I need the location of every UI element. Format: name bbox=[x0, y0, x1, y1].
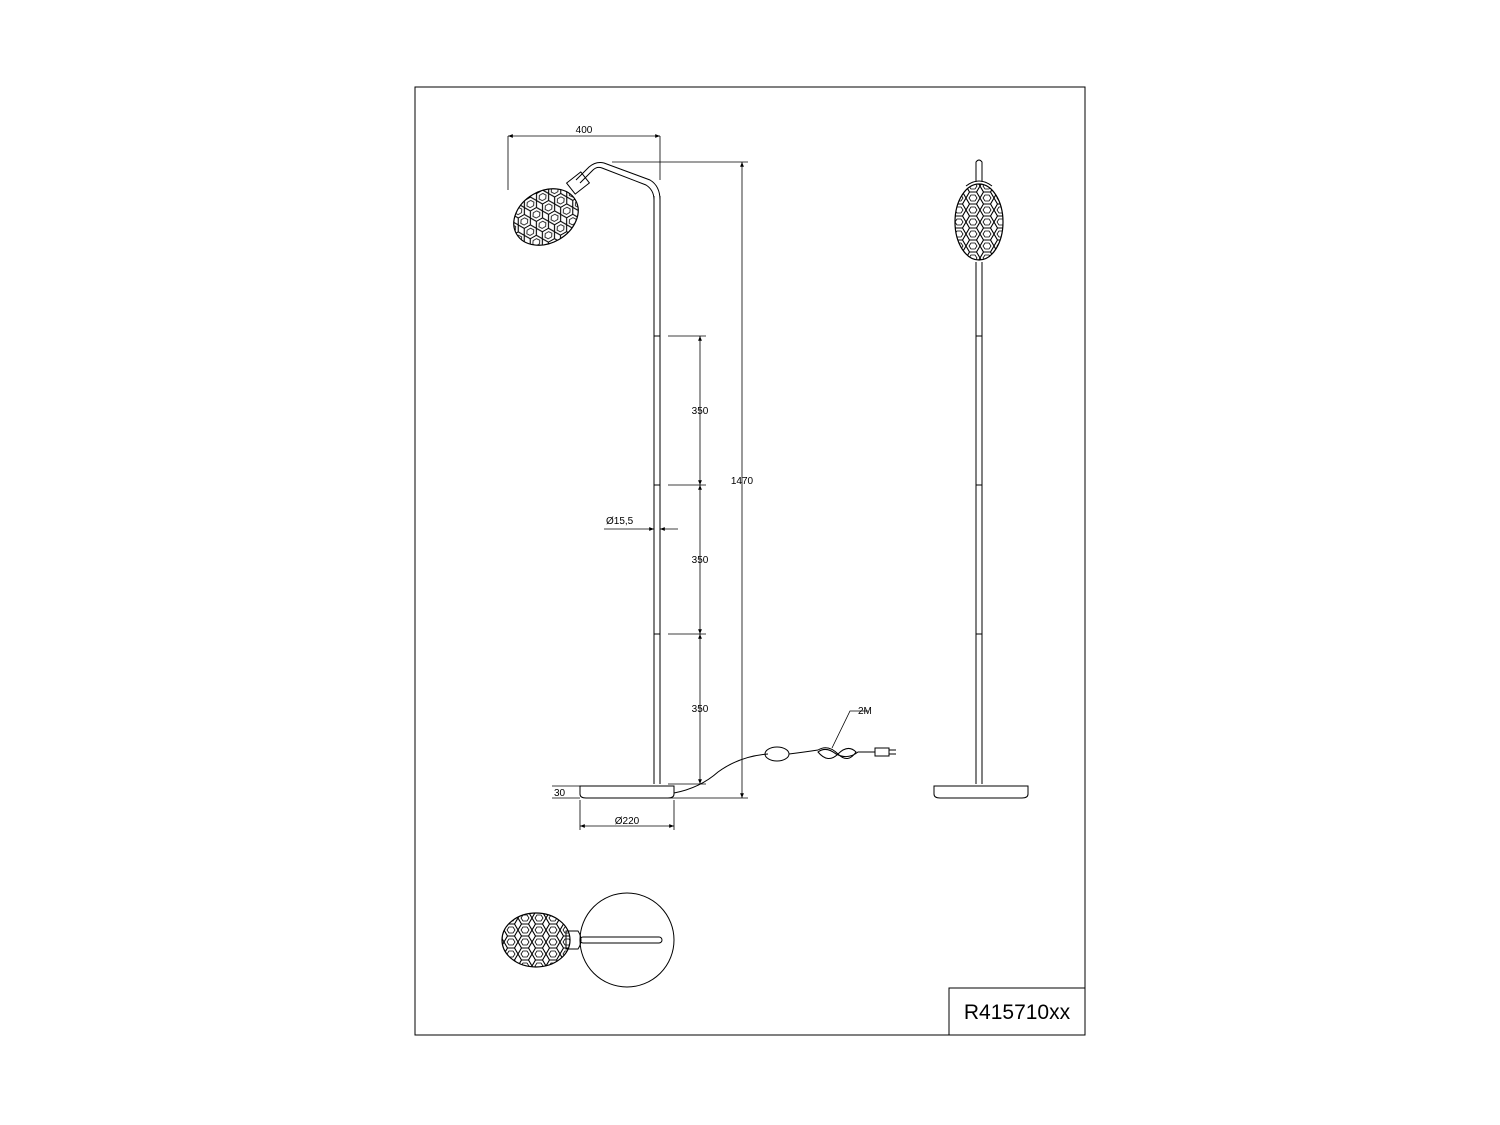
base bbox=[579, 785, 675, 799]
dim-tube-diameter: Ø15,5 bbox=[606, 516, 634, 527]
dim-arm-width: 400 bbox=[576, 125, 593, 136]
drawing-frame bbox=[414, 86, 1086, 1036]
plug bbox=[874, 747, 896, 757]
product-code: R415710xx bbox=[964, 1001, 1071, 1024]
dim-base-diameter: Ø220 bbox=[615, 816, 640, 827]
front-top-rod bbox=[975, 159, 983, 182]
shade-front bbox=[954, 183, 1004, 261]
dim-segment-1: 350 bbox=[692, 406, 709, 417]
switch bbox=[764, 746, 790, 762]
front-view bbox=[933, 159, 1029, 799]
shade-side bbox=[513, 188, 579, 246]
front-pole bbox=[975, 262, 983, 784]
arm bbox=[575, 162, 661, 201]
cable bbox=[673, 753, 769, 794]
dim-segment-3: 350 bbox=[692, 704, 709, 715]
front-cap bbox=[965, 180, 993, 187]
socket bbox=[565, 171, 591, 195]
pole-joints bbox=[654, 335, 660, 635]
top-view bbox=[501, 892, 675, 988]
shade-top bbox=[501, 912, 571, 968]
dim-total-height: 1470 bbox=[731, 476, 754, 487]
dim-cable-length: 2M bbox=[858, 706, 872, 717]
pole-outline bbox=[653, 196, 661, 784]
top-arm bbox=[579, 936, 663, 944]
top-base-circle bbox=[579, 892, 675, 988]
dimension-lines bbox=[507, 134, 868, 830]
title-box bbox=[948, 987, 1086, 1036]
coiled-cable bbox=[817, 747, 875, 759]
dim-segment-2: 350 bbox=[692, 555, 709, 566]
dim-base-height: 30 bbox=[554, 788, 566, 799]
side-view bbox=[513, 162, 896, 799]
front-base bbox=[933, 785, 1029, 799]
top-socket bbox=[565, 930, 582, 950]
